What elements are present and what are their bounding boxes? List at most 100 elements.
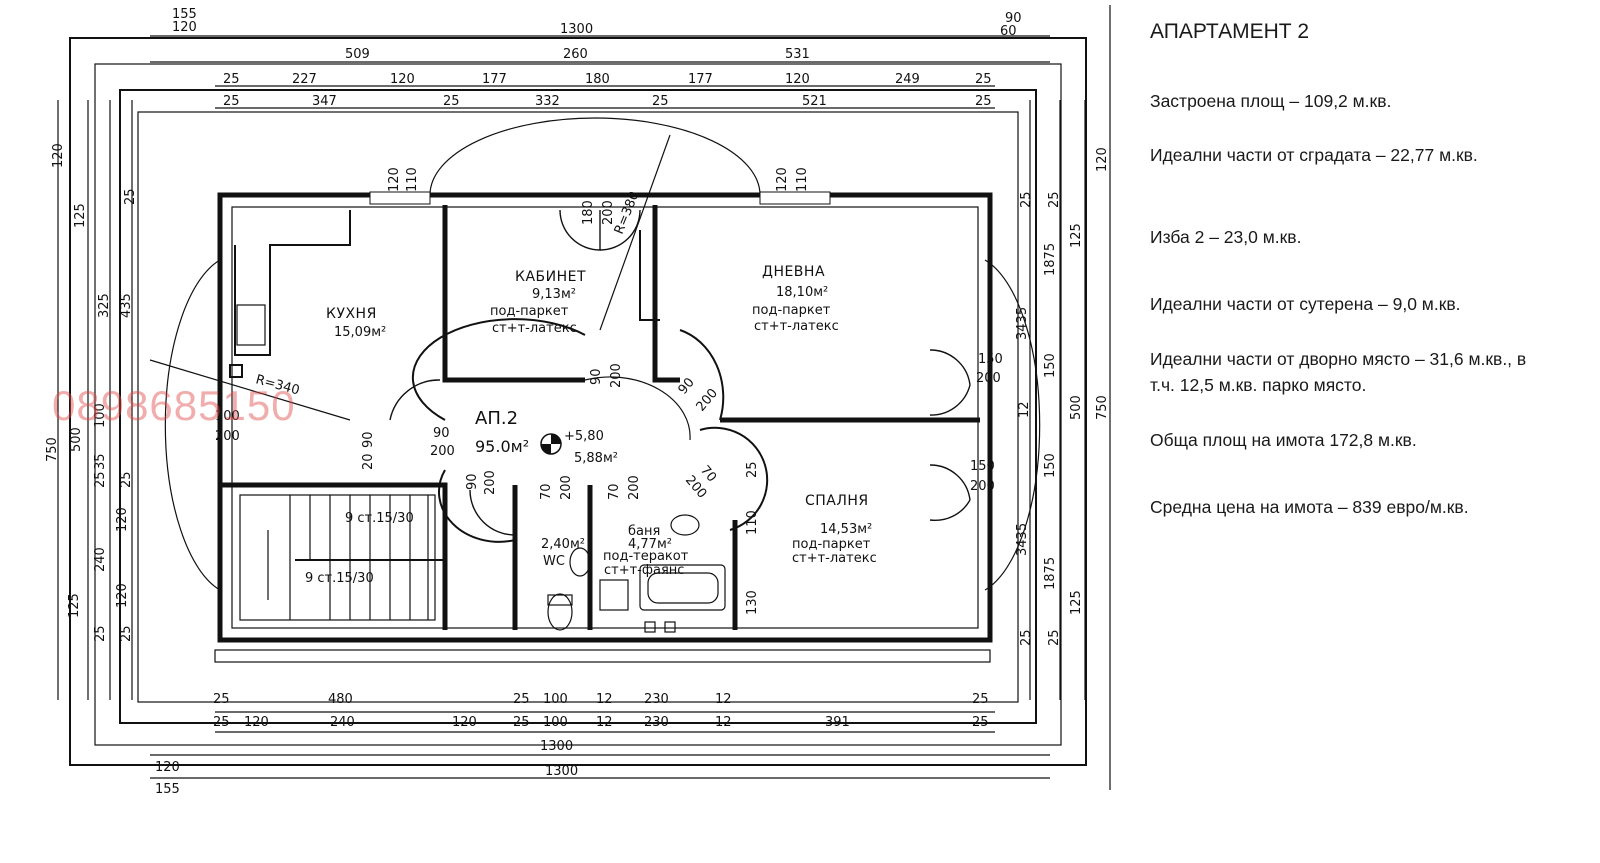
dim: 332	[535, 94, 560, 109]
dim: 25	[975, 94, 992, 109]
dim: 260	[563, 47, 588, 62]
dim: 110	[795, 167, 810, 192]
dim: 125	[73, 203, 88, 228]
cellar-line: Изба 2 – 23,0 м.кв.	[1150, 227, 1302, 247]
dim: 521	[802, 94, 827, 109]
dim: 12	[715, 715, 732, 730]
dim: 1300	[545, 764, 578, 779]
hall-area: 5,88м²	[574, 451, 618, 466]
dim: 1300	[540, 739, 573, 754]
right-ellipse	[984, 259, 1041, 591]
office-walls: ст+т-латекс	[492, 321, 577, 336]
dim: 90	[465, 473, 480, 490]
living-walls: ст+т-латекс	[754, 319, 839, 334]
dim: 25	[1019, 191, 1034, 208]
dim: 120	[172, 20, 197, 35]
top-ellipse	[429, 117, 761, 196]
wc-sink	[569, 547, 591, 577]
dim: 325	[97, 293, 112, 318]
dim: 25	[652, 94, 669, 109]
dim: 750	[45, 437, 60, 462]
dim: 155	[172, 7, 197, 22]
dim: 531	[785, 47, 810, 62]
radius-line-380	[599, 134, 671, 331]
bathtub	[639, 564, 726, 611]
radius-line-340	[149, 359, 351, 421]
dim: 230	[644, 692, 669, 707]
dim: 25	[972, 715, 989, 730]
door-office-2	[599, 209, 641, 251]
dim: 3435	[1015, 307, 1030, 340]
dim: 25	[93, 471, 108, 488]
hall-arc-2	[438, 469, 516, 543]
dim: 500	[1069, 395, 1084, 420]
dim: 25	[119, 471, 134, 488]
dim: 150	[978, 352, 1003, 367]
stairs-label-2: 9 ст.15/30	[305, 571, 374, 586]
sink	[236, 304, 266, 346]
dim: 1875	[1043, 557, 1058, 590]
dim: 12	[715, 692, 732, 707]
hall-arc-5	[584, 376, 691, 441]
dim: 240	[93, 547, 108, 572]
dim: 12	[596, 692, 613, 707]
dim: 120	[785, 72, 810, 87]
avg-price-line: Средна цена на имота – 839 евро/м.кв.	[1150, 497, 1469, 517]
bath-toilet	[599, 579, 629, 611]
dimension-lines	[57, 35, 1086, 779]
chimney	[639, 230, 660, 321]
door-kitchen	[389, 379, 441, 421]
office-area: 9,13м²	[532, 287, 576, 302]
dim: 240	[330, 715, 355, 730]
dim: 177	[482, 72, 507, 87]
dim: 110	[405, 167, 420, 192]
stairs-label-1: 9 ст.15/30	[345, 511, 414, 526]
dim: 180	[585, 72, 610, 87]
apartment-title: АПАРТАМЕНТ 2	[1150, 20, 1310, 43]
dim: 25	[93, 625, 108, 642]
dim: 155	[155, 782, 180, 797]
dim: 25	[213, 715, 230, 730]
dim: 125	[67, 593, 82, 618]
living-floor: под-паркет	[752, 303, 831, 318]
outer-border-1	[69, 37, 1087, 766]
floor-plan: 155 120 1300 90 60 509 260 531 25 227 12…	[45, 5, 1111, 797]
hall-arc-3	[679, 329, 725, 421]
dim: 25	[972, 692, 989, 707]
dim: 120	[244, 715, 269, 730]
wall-living-left	[652, 205, 680, 383]
dim: 500	[69, 427, 84, 452]
left-ellipse	[164, 259, 221, 591]
outer-border-2	[94, 63, 1062, 746]
dim: 130	[745, 590, 760, 615]
apartment-label: АП.2	[475, 408, 518, 429]
dim: 20	[361, 453, 376, 470]
dim: 25	[443, 94, 460, 109]
dim: 25	[513, 692, 530, 707]
dim: 12	[1017, 401, 1032, 418]
dim: 120	[1095, 147, 1110, 172]
dim: 125	[1069, 590, 1084, 615]
building-share-line: Идеални части от сградата – 22,77 м.кв.	[1150, 145, 1478, 165]
bedroom-walls: ст+т-латекс	[792, 551, 877, 566]
bath-walls: ст+т-фаянс	[604, 563, 684, 578]
dim: 120	[155, 760, 180, 775]
dim: 100	[543, 692, 568, 707]
office-name: КАБИНЕТ	[515, 269, 586, 285]
wall-stairs	[222, 482, 448, 630]
dim: 200	[970, 479, 995, 494]
built-area-line: Застроена площ – 109,2 м.кв.	[1150, 91, 1392, 111]
dim: 347	[312, 94, 337, 109]
dim: 25	[213, 692, 230, 707]
level-label: +5,80	[564, 429, 604, 444]
dim: 100	[543, 715, 568, 730]
dim: 25	[513, 715, 530, 730]
total-area-line: Обща площ на имота 172,8 м.кв.	[1150, 430, 1417, 450]
dim: 90	[1005, 11, 1022, 26]
kitchen-area: 15,09м²	[334, 325, 386, 340]
dim: 70	[607, 483, 622, 500]
dim: 509	[345, 47, 370, 62]
dim: 90	[433, 426, 450, 441]
dim: 227	[292, 72, 317, 87]
dim: 200	[430, 444, 455, 459]
